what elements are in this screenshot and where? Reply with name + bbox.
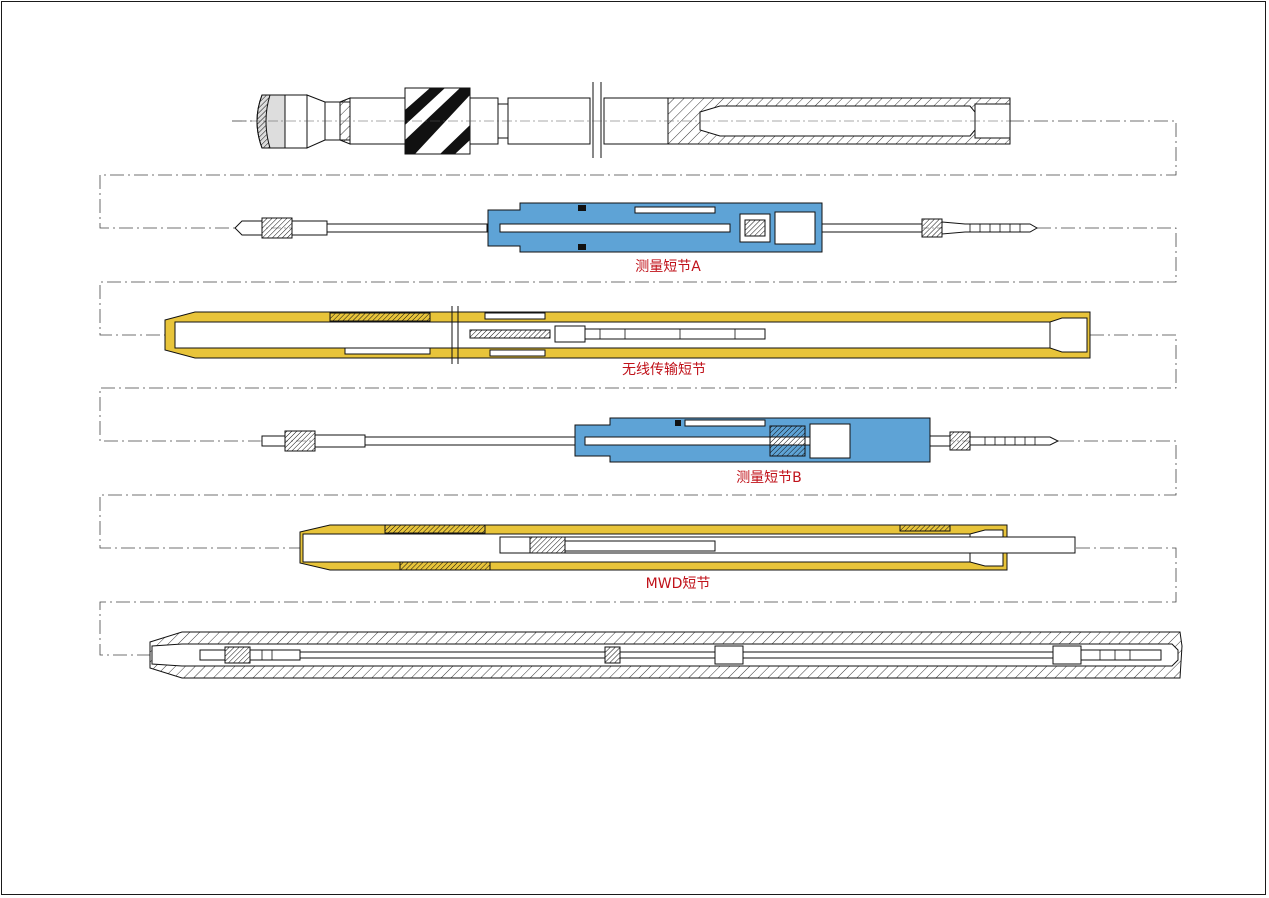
connector-lines (99, 120, 1177, 656)
drill-collar-inner-string (149, 631, 1183, 679)
wireless-transmission-sub: 无线传输短节 (164, 306, 1091, 378)
label-wireless: 无线传输短节 (622, 362, 706, 378)
mwd-sub: MWD短节 (299, 524, 1076, 592)
drill-bit-assembly (232, 82, 1011, 158)
label-sub-a: 测量短节A (635, 259, 701, 275)
label-sub-b: 测量短节B (736, 470, 802, 486)
label-mwd: MWD短节 (646, 576, 711, 592)
measurement-sub-a: 测量短节A (234, 202, 1039, 275)
measurement-sub-b: 测量短节B (260, 417, 1060, 486)
